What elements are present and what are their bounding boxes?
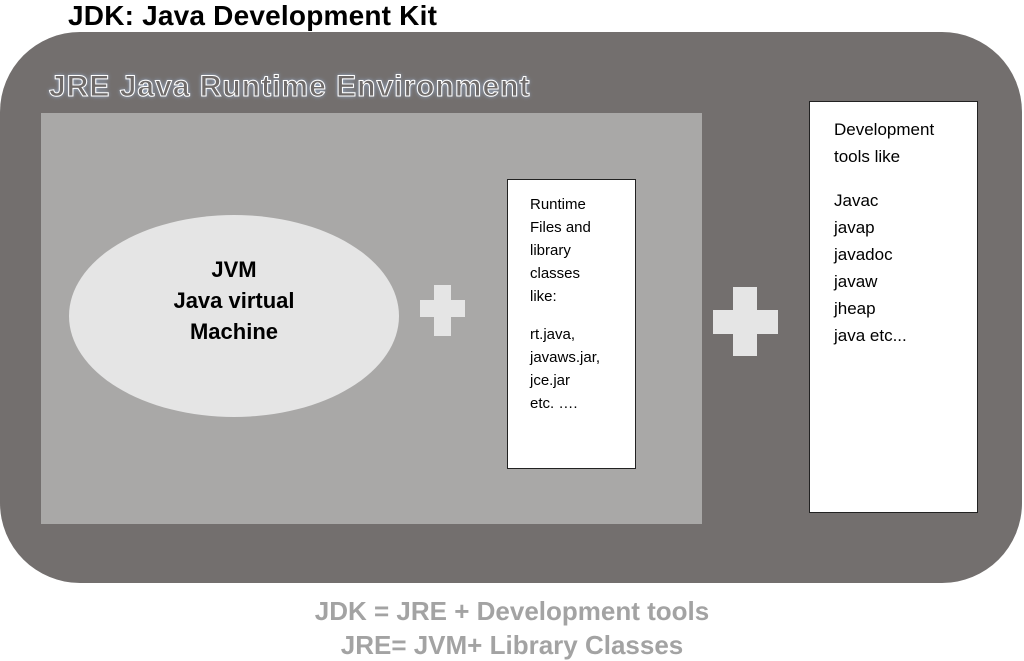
footer-equation-jdk: JDK = JRE + Development tools xyxy=(314,596,710,626)
jvm-label: JVM Java virtual Machine xyxy=(69,254,399,347)
library-line: jce.jar xyxy=(530,372,571,389)
library-line: Runtime xyxy=(530,196,586,213)
plus-icon-large-v xyxy=(733,287,757,356)
library-line xyxy=(530,308,630,323)
jvm-line: JVM xyxy=(211,257,257,282)
dev-tools-line: javaw xyxy=(834,272,878,291)
dev-tools-line: tools like xyxy=(834,147,901,166)
dev-tools-line: Javac xyxy=(834,191,879,210)
library-line: javaws.jar, xyxy=(530,349,601,366)
dev-tools-line: jheap xyxy=(834,299,876,318)
dev-tools-line: java etc... xyxy=(834,326,907,345)
dev-tools-line xyxy=(834,170,974,187)
plus-icon-small-v xyxy=(434,285,451,336)
library-line: etc. …. xyxy=(530,395,578,412)
dev-tools-box xyxy=(809,101,978,513)
dev-tools-text: Development tools like Javac javap javad… xyxy=(834,116,974,349)
footer-equation-jre: JRE= JVM+ Library Classes xyxy=(340,630,684,660)
library-line: classes xyxy=(530,265,581,282)
jvm-line: Machine xyxy=(189,319,279,344)
library-line: rt.java, xyxy=(530,326,576,343)
dev-tools-line: javap xyxy=(834,218,875,237)
library-line: Files and xyxy=(530,219,591,236)
diagram-title: JDK: Java Development Kit xyxy=(68,0,438,31)
library-line: library xyxy=(530,242,571,259)
library-classes-text: Runtime Files and library classes like: … xyxy=(530,193,630,415)
library-line: like: xyxy=(530,288,557,305)
dev-tools-line: javadoc xyxy=(834,245,893,264)
jre-label: JRE Java Runtime Environment xyxy=(48,70,531,104)
jvm-line: Java virtual xyxy=(173,288,295,313)
jvm-ellipse xyxy=(69,215,399,417)
dev-tools-line: Development xyxy=(834,120,935,139)
library-classes-box xyxy=(507,179,636,469)
